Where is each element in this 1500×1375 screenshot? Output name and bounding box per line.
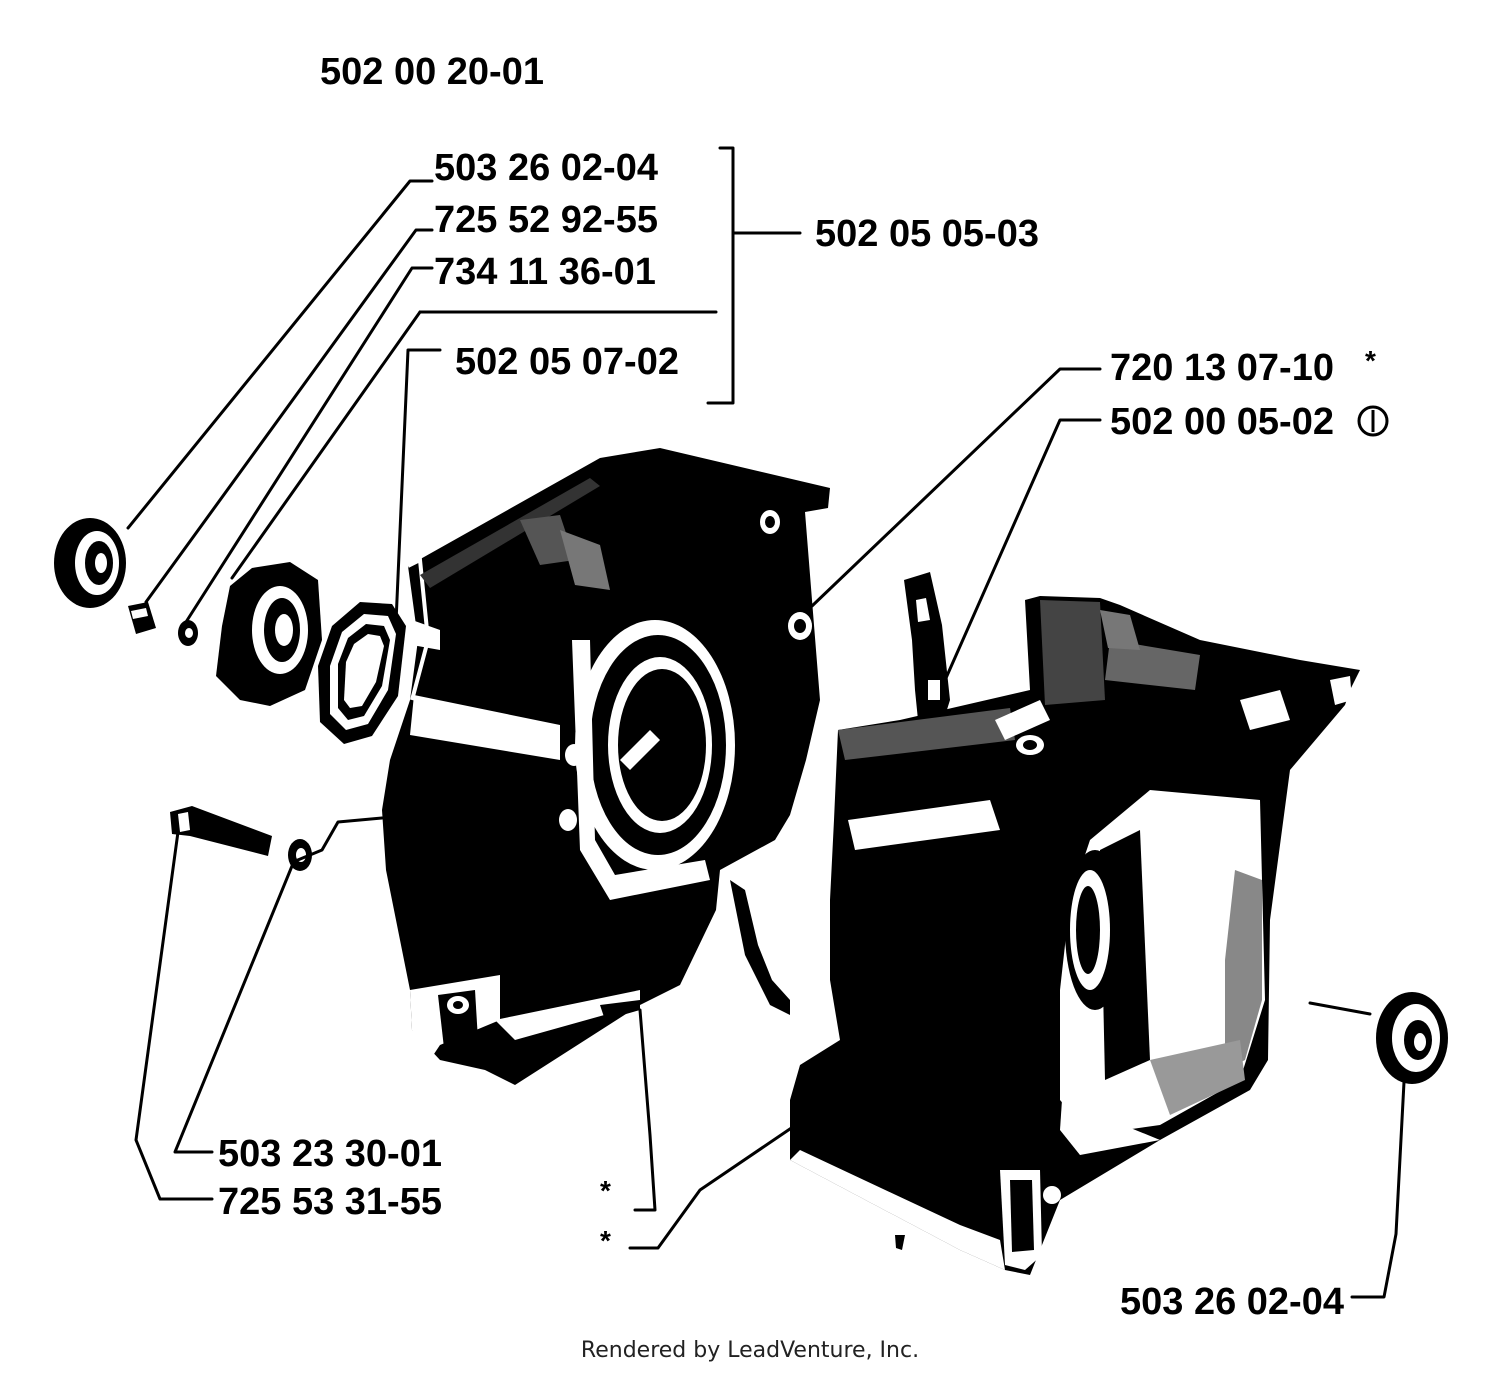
label-crankcase: 502 00 05-02 [1110, 401, 1334, 443]
leader-lines [126, 146, 1406, 1299]
long-screw-part [170, 806, 272, 856]
label-screw-long: 503 23 30-01 [218, 1133, 442, 1175]
label-washer-long: 725 53 31-55 [218, 1181, 442, 1223]
small-screw-part [128, 602, 156, 634]
part-labels: 502 00 20-01 503 26 02-04 725 52 92-55 7… [218, 51, 1389, 1323]
label-gasket: 502 05 07-02 [455, 341, 679, 383]
right-seal-part [1376, 992, 1448, 1084]
label-seal-left: 503 26 02-04 [434, 147, 658, 189]
label-pin-mark: * [1365, 345, 1376, 376]
label-assembly-top: 502 00 20-01 [320, 51, 544, 93]
right-crankcase-half [790, 572, 1360, 1275]
bearing-flange-part [216, 562, 322, 706]
small-washer-part [178, 620, 198, 646]
label-pin: 720 13 07-10 [1110, 347, 1334, 389]
footer-credit: Rendered by LeadVenture, Inc. [580, 1338, 920, 1363]
label-screw-small: 725 52 92-55 [434, 199, 658, 241]
left-seal-part [54, 518, 126, 608]
label-star-b: * [600, 1225, 611, 1256]
circled-one-icon [1357, 405, 1389, 437]
label-star-a: * [600, 1175, 611, 1206]
label-seal-right: 503 26 02-04 [1120, 1281, 1344, 1323]
label-group: 502 05 05-03 [815, 213, 1039, 255]
label-washer-small: 734 11 36-01 [434, 251, 656, 293]
left-crankcase-half [382, 448, 830, 1085]
gasket-part [318, 602, 406, 744]
